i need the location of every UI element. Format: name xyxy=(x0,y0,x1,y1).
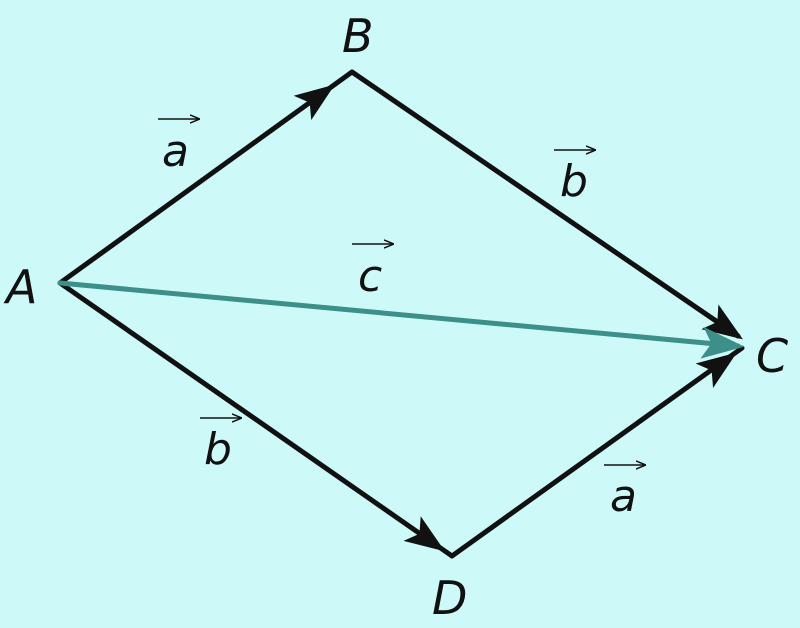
vector-label-ab-text: a xyxy=(162,126,189,177)
vector-label-ac: c xyxy=(352,244,393,302)
vector-label-dc-text: a xyxy=(610,471,637,522)
arrow-head-ad xyxy=(403,516,445,552)
arrow-head-dc xyxy=(695,352,737,388)
edge-b-to-c xyxy=(349,69,743,340)
vector-label-ac-text: c xyxy=(358,251,382,302)
point-label-a: A xyxy=(3,260,37,314)
point-label-c: C xyxy=(756,329,788,383)
vector-label-bc: b xyxy=(554,150,595,207)
edge-a-to-d xyxy=(57,280,455,559)
vector-label-bc-text: b xyxy=(560,156,588,207)
vector-label-dc: a xyxy=(604,465,645,522)
point-label-b: B xyxy=(342,9,374,63)
edge-a-to-c-resultant xyxy=(57,280,745,359)
vector-label-ad: b xyxy=(200,418,241,475)
point-label-d: D xyxy=(432,571,467,625)
edge-d-to-c xyxy=(449,345,745,559)
arrow-head-ab xyxy=(293,84,335,121)
vector-label-ad-text: b xyxy=(204,424,232,475)
vector-label-ab: a xyxy=(158,119,199,177)
